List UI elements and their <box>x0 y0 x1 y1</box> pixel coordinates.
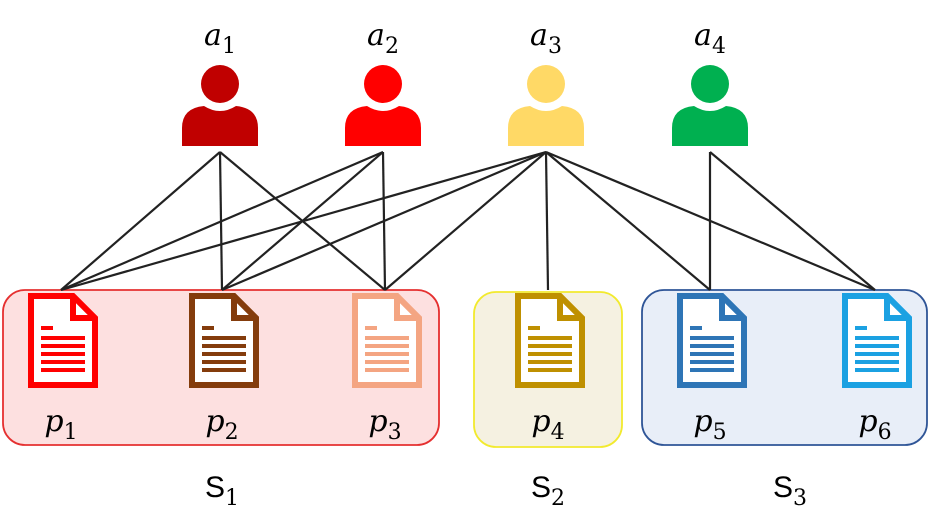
author-label-a2: a2 <box>367 18 399 59</box>
author-a2: a2 <box>345 18 421 146</box>
person-icon <box>508 65 584 146</box>
paper-p4: p4 <box>515 293 585 445</box>
author-label-a4-subscript: 4 <box>712 34 726 59</box>
group-label-s3-subscript: 3 <box>793 486 807 511</box>
author-label-a1-letter: a <box>204 18 222 53</box>
paper-label-p4: p4 <box>531 404 564 445</box>
group-label-s2-subscript: 2 <box>551 486 565 511</box>
edge-a2-p1 <box>60 150 384 292</box>
paper-label-p3-letter: p <box>368 404 387 439</box>
paper-label-p2-letter: p <box>205 404 224 439</box>
paper-p5: p5 <box>677 293 747 445</box>
group-label-s2: S2 <box>531 471 565 511</box>
paper-p2: p2 <box>189 293 259 445</box>
paper-label-p6-letter: p <box>858 404 877 439</box>
paper-label-p5: p5 <box>693 404 726 445</box>
document-icon <box>189 293 259 388</box>
paper-label-p5-subscript: 5 <box>713 420 727 445</box>
document-icon <box>515 293 585 388</box>
edge-a3-p5 <box>545 151 711 291</box>
author-label-a2-subscript: 2 <box>385 34 399 59</box>
author-label-a3-subscript: 3 <box>548 34 562 59</box>
edge-a3-p3 <box>384 151 547 291</box>
document-icon <box>352 293 422 388</box>
groups-layer <box>2 289 928 448</box>
author-label-a3: a3 <box>530 18 562 59</box>
edge-a1-p1 <box>60 151 221 291</box>
paper-label-p1-subscript: 1 <box>64 420 78 445</box>
group-label-s1-letter: S <box>205 471 225 504</box>
paper-label-p6: p6 <box>858 404 891 445</box>
paper-label-p4-letter: p <box>531 404 550 439</box>
document-icon <box>677 293 747 388</box>
group-label-s2-letter: S <box>531 471 551 504</box>
group-label-s1: S1 <box>205 471 239 511</box>
group-label-s1-subscript: 1 <box>225 486 239 511</box>
person-icon <box>182 65 258 146</box>
paper-label-p4-subscript: 4 <box>551 420 565 445</box>
paper-p1: p1 <box>28 293 98 445</box>
paper-p3: p3 <box>352 293 422 445</box>
group-label-s3-letter: S <box>773 471 793 504</box>
author-label-a4-letter: a <box>694 18 712 53</box>
document-icon <box>842 293 912 388</box>
author-label-a4: a4 <box>694 18 726 59</box>
document-icon <box>28 293 98 388</box>
author-label-a1-subscript: 1 <box>222 34 236 59</box>
paper-label-p3-subscript: 3 <box>388 420 402 445</box>
paper-label-p1: p1 <box>44 404 77 445</box>
author-label-a3-letter: a <box>530 18 548 53</box>
paper-label-p3: p3 <box>368 404 401 445</box>
paper-label-p1-letter: p <box>44 404 63 439</box>
person-icon <box>345 65 421 146</box>
edge-a3-p1 <box>60 150 547 292</box>
author-a3: a3 <box>508 18 584 146</box>
author-label-a1: a1 <box>204 18 236 59</box>
paper-label-p2: p2 <box>205 404 238 445</box>
group-label-s3: S3 <box>773 471 807 511</box>
edges-layer <box>60 150 876 292</box>
paper-label-p5-letter: p <box>693 404 712 439</box>
edge-a3-p2 <box>221 150 547 292</box>
author-label-a2-letter: a <box>367 18 385 53</box>
author-a1: a1 <box>182 18 258 146</box>
person-icon <box>672 65 748 146</box>
author-a4: a4 <box>672 18 748 146</box>
paper-label-p2-subscript: 2 <box>225 420 239 445</box>
paper-p6: p6 <box>842 293 912 445</box>
edge-a3-p4 <box>544 151 550 291</box>
paper-label-p6-subscript: 6 <box>878 420 892 445</box>
edge-a4-p6 <box>709 151 876 291</box>
